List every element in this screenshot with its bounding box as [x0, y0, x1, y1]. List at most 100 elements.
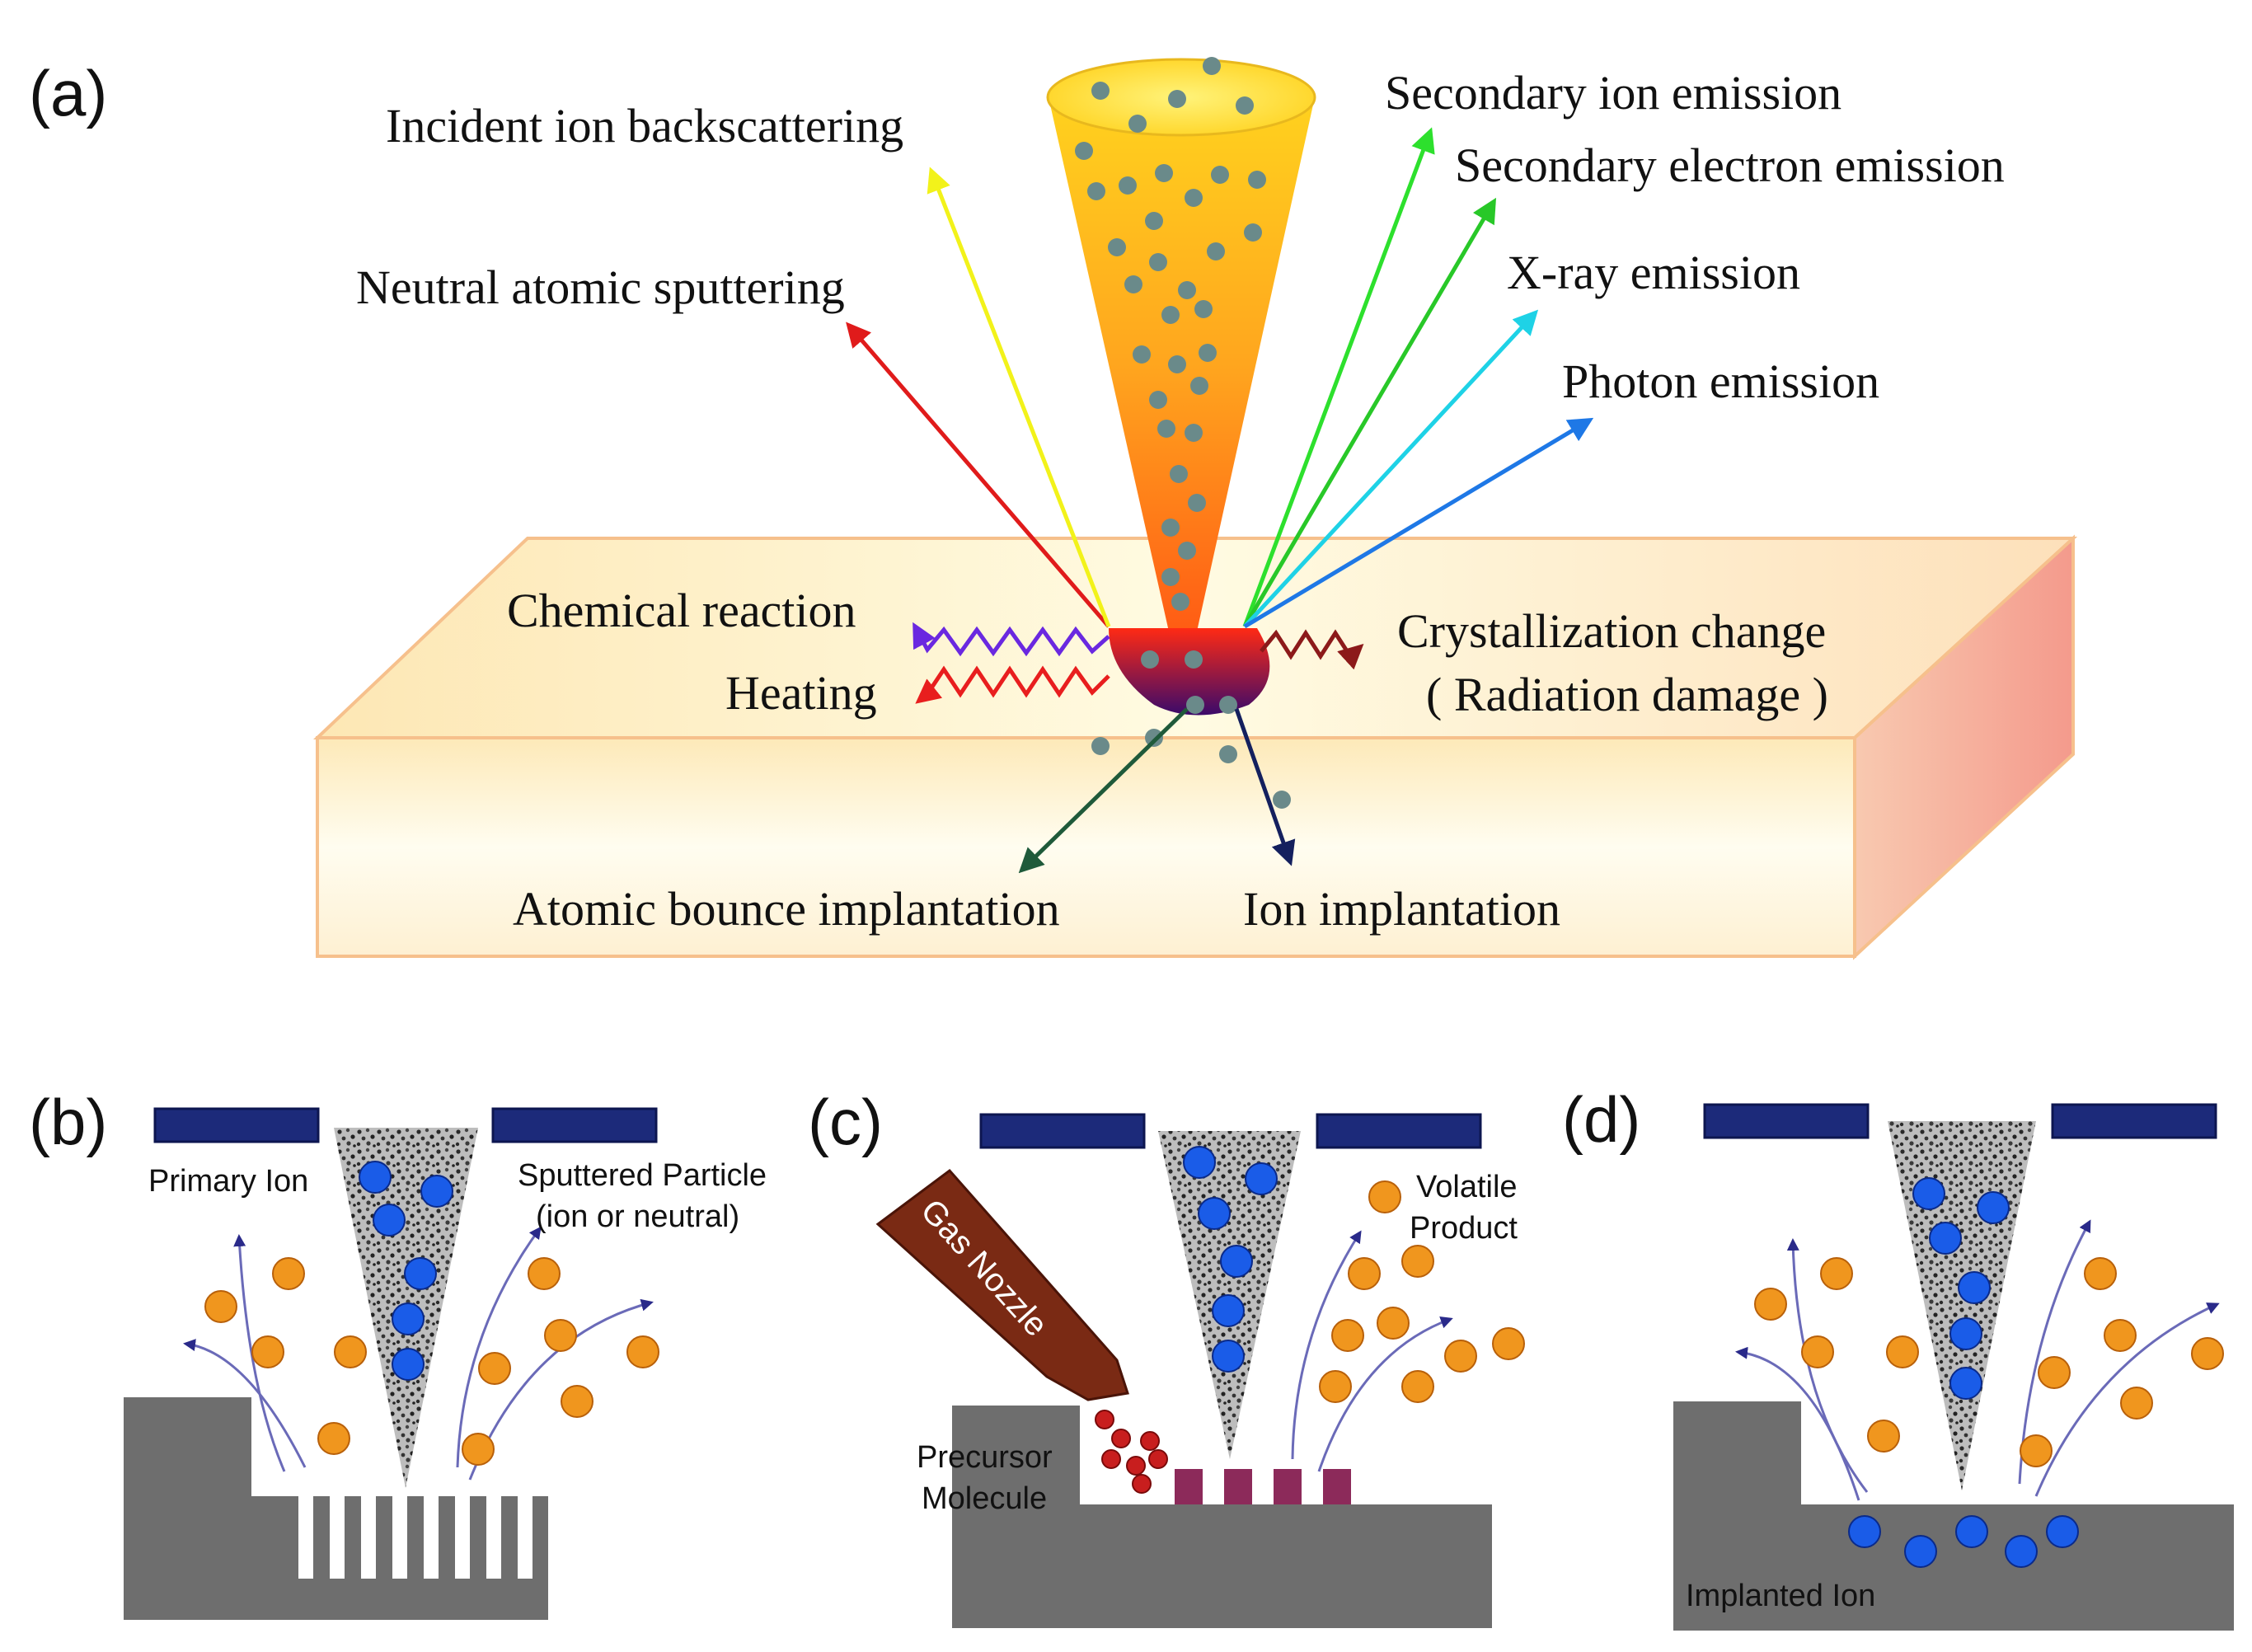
xray-label: X-ray emission — [1507, 246, 1800, 299]
cone-ion — [1207, 242, 1225, 260]
gas-nozzle: Gas Nozzle — [875, 1168, 1129, 1401]
primary-ion — [1245, 1162, 1278, 1195]
electrode-left — [1703, 1103, 1870, 1139]
sputtered-particle — [2038, 1356, 2071, 1389]
sputtered-particles — [1754, 1257, 2224, 1467]
sputtered-particle — [528, 1257, 561, 1290]
volatile-particle — [1368, 1180, 1401, 1213]
substrate — [952, 1406, 1492, 1628]
panel-d: (d) Implanted Ion — [1562, 1083, 2234, 1631]
secondary-ion-arrow — [1242, 127, 1435, 627]
primary-ion — [1212, 1340, 1245, 1373]
photon-label: Photon emission — [1562, 354, 1879, 408]
sputtered-particle — [462, 1433, 495, 1466]
cone-ion — [1145, 212, 1163, 230]
cone-ion — [1188, 494, 1206, 512]
cone-ion — [1091, 82, 1110, 100]
volatile-particle — [1492, 1327, 1525, 1360]
cone-ion — [1211, 166, 1229, 184]
precursor-molecules — [1095, 1410, 1168, 1494]
primary-ions — [359, 1161, 453, 1381]
deposits — [1175, 1469, 1351, 1504]
volatile-particle — [1377, 1307, 1410, 1340]
electrode-left — [979, 1113, 1146, 1149]
cone-ion — [1087, 182, 1105, 200]
primary-ion — [392, 1302, 425, 1335]
panel-b-label: (b) — [29, 1086, 107, 1158]
volatile-product-label-2: Product — [1410, 1211, 1518, 1246]
cone-ions — [1075, 57, 1266, 611]
secondary-ion-label: Secondary ion emission — [1385, 66, 1841, 120]
primary-ions — [1183, 1146, 1278, 1373]
flow-arrows — [1291, 1230, 1453, 1472]
cone-ion — [1149, 391, 1167, 409]
impact-spot — [1109, 628, 1270, 716]
panel-c: (c) Gas Nozzle Volatil — [808, 1086, 1525, 1628]
sputtered-particle — [1820, 1257, 1853, 1290]
cone-ion — [1171, 593, 1189, 611]
primary-ion — [1929, 1222, 1962, 1255]
chemical-reaction-arrow — [913, 622, 1110, 657]
cone-ion — [1185, 424, 1203, 442]
ion-implantation-label: Ion implantation — [1243, 882, 1560, 936]
precursor-molecule-label-1: Precursor — [917, 1440, 1053, 1475]
volatile-particle — [1444, 1340, 1477, 1373]
electrode-right — [491, 1107, 658, 1143]
primary-ion — [373, 1204, 406, 1237]
volatile-particles — [1319, 1180, 1525, 1403]
sputtered-particle — [1801, 1335, 1834, 1368]
electrode-left — [153, 1107, 320, 1143]
primary-ion — [1220, 1245, 1253, 1278]
chemical-reaction-label: Chemical reaction — [507, 584, 856, 637]
heating-arrow — [915, 665, 1110, 704]
panel-a-label: (a) — [29, 57, 107, 129]
cone-ion — [1155, 164, 1173, 182]
sputtered-particle — [478, 1352, 511, 1385]
neutral-sputtering-label: Neutral atomic sputtering — [356, 260, 845, 314]
primary-ion — [1977, 1191, 2010, 1224]
sputtered-particle — [544, 1319, 577, 1352]
cone-ion — [1168, 90, 1186, 108]
primary-ion — [392, 1348, 425, 1381]
secondary-electron-arrow — [1242, 197, 1497, 628]
sputtered-particle — [204, 1290, 237, 1323]
cone-ion — [1161, 519, 1180, 537]
cone-ion — [1244, 223, 1262, 242]
sputtered-particle — [251, 1335, 284, 1368]
cone-ion — [1108, 238, 1126, 256]
heating-label: Heating — [725, 666, 877, 720]
milled-trenches — [298, 1496, 533, 1579]
primary-ion-label: Primary Ion — [148, 1164, 308, 1199]
sputtered-particle — [561, 1385, 593, 1418]
cone-ion — [1157, 420, 1175, 438]
ion-beam-cone — [1888, 1121, 2036, 1490]
cone-ion — [1161, 568, 1180, 586]
implanted-ion-label: Implanted Ion — [1686, 1579, 1875, 1613]
sputtered-particle — [2020, 1434, 2053, 1467]
panel-d-label: (d) — [1562, 1083, 1640, 1156]
cone-ion — [1203, 57, 1221, 75]
photon-arrow — [1243, 417, 1594, 629]
backscattering-arrow — [927, 167, 1111, 627]
cone-ion — [1124, 275, 1142, 293]
primary-ion — [1183, 1146, 1216, 1179]
cone-ion — [1119, 176, 1137, 195]
ion-beam-cone — [1046, 57, 1316, 639]
primary-ion — [1949, 1317, 1982, 1350]
primary-ion — [1212, 1294, 1245, 1327]
cone-ion — [1075, 142, 1093, 160]
volatile-particle — [1319, 1370, 1352, 1403]
ion-implantation-arrow — [1234, 708, 1296, 866]
primary-ion — [1958, 1271, 1991, 1304]
volatile-particle — [1331, 1319, 1364, 1352]
primary-ion — [404, 1257, 437, 1290]
cone-ion — [1178, 542, 1196, 560]
sputtered-particle — [1754, 1288, 1787, 1321]
sputtered-particle — [626, 1335, 659, 1368]
substrate — [1673, 1401, 2234, 1631]
primary-ion — [359, 1161, 392, 1194]
sputtered-particle — [272, 1257, 305, 1290]
precursor-molecule-label-2: Molecule — [922, 1481, 1047, 1516]
cone-ion — [1170, 465, 1188, 483]
secondary-electron-label: Secondary electron emission — [1455, 138, 2005, 192]
